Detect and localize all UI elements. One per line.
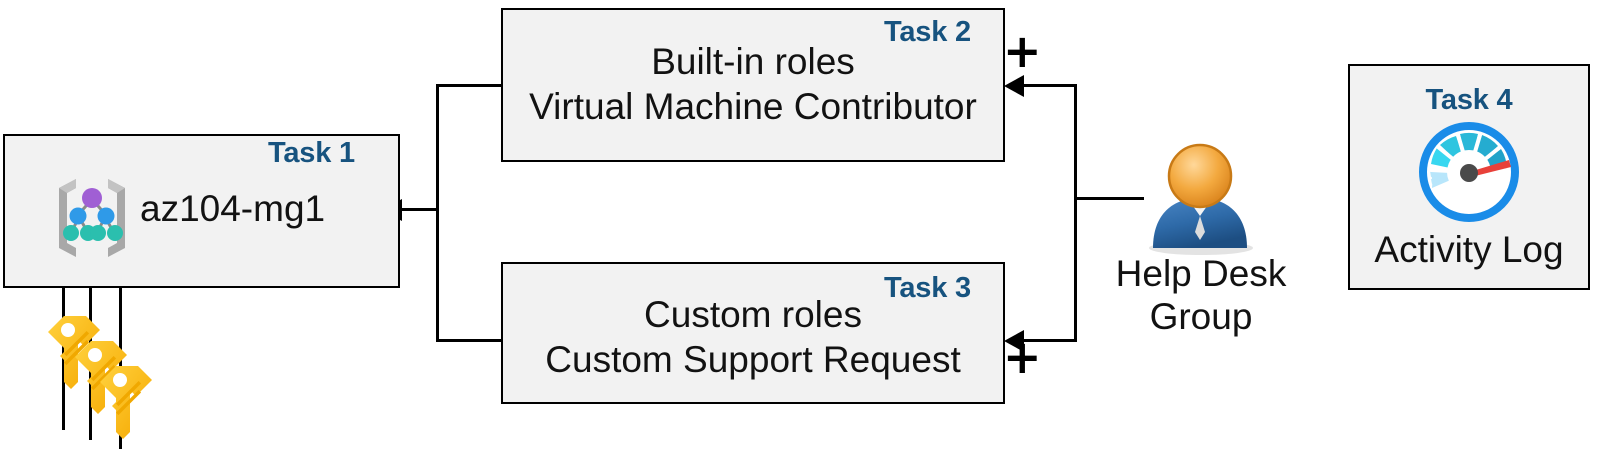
task-1-label: Task 1 [268, 137, 355, 169]
task-3-box[interactable] [501, 262, 1005, 404]
keys-icon [38, 310, 158, 449]
task-2-line-2: Virtual Machine Contributor [529, 86, 977, 127]
user-group-icon [1133, 140, 1267, 258]
task-3-line-2: Custom Support Request [545, 339, 961, 380]
helpdesk-label-line-1: Help Desk [1115, 253, 1287, 294]
task-2-plus-sign: + [1003, 24, 1042, 78]
connector-helpdesk-to-task3 [1022, 339, 1077, 342]
task-4-text: Activity Log [1374, 229, 1564, 270]
arrowhead-into-task2 [1004, 75, 1024, 97]
task-3-plus-sign: + [1003, 330, 1042, 384]
connector-task2-to-merge [436, 84, 504, 87]
task-2-line-1: Built-in roles [651, 41, 855, 82]
task-2-box[interactable] [501, 8, 1005, 162]
task-1-text: az104-mg1 [140, 188, 326, 229]
arrowhead-into-task3 [1004, 330, 1024, 352]
task-2-label: Task 2 [884, 16, 971, 48]
task-3-label: Task 3 [884, 272, 971, 304]
connector-helpdesk-stub [1074, 197, 1144, 200]
management-group-icon [46, 172, 138, 262]
task-4-label: Task 4 [1425, 84, 1513, 116]
connector-task3-to-merge [436, 339, 504, 342]
activity-log-gauge-icon [1406, 122, 1532, 222]
helpdesk-label-line-2: Group [1149, 296, 1253, 337]
task-3-line-1: Custom roles [644, 294, 862, 335]
connector-helpdesk-vertical [1074, 84, 1077, 342]
task-1-box[interactable] [3, 134, 400, 288]
connector-merge-to-task1 [400, 208, 439, 211]
connector-helpdesk-to-task2 [1022, 84, 1077, 87]
connector-merge-vertical [436, 84, 439, 342]
